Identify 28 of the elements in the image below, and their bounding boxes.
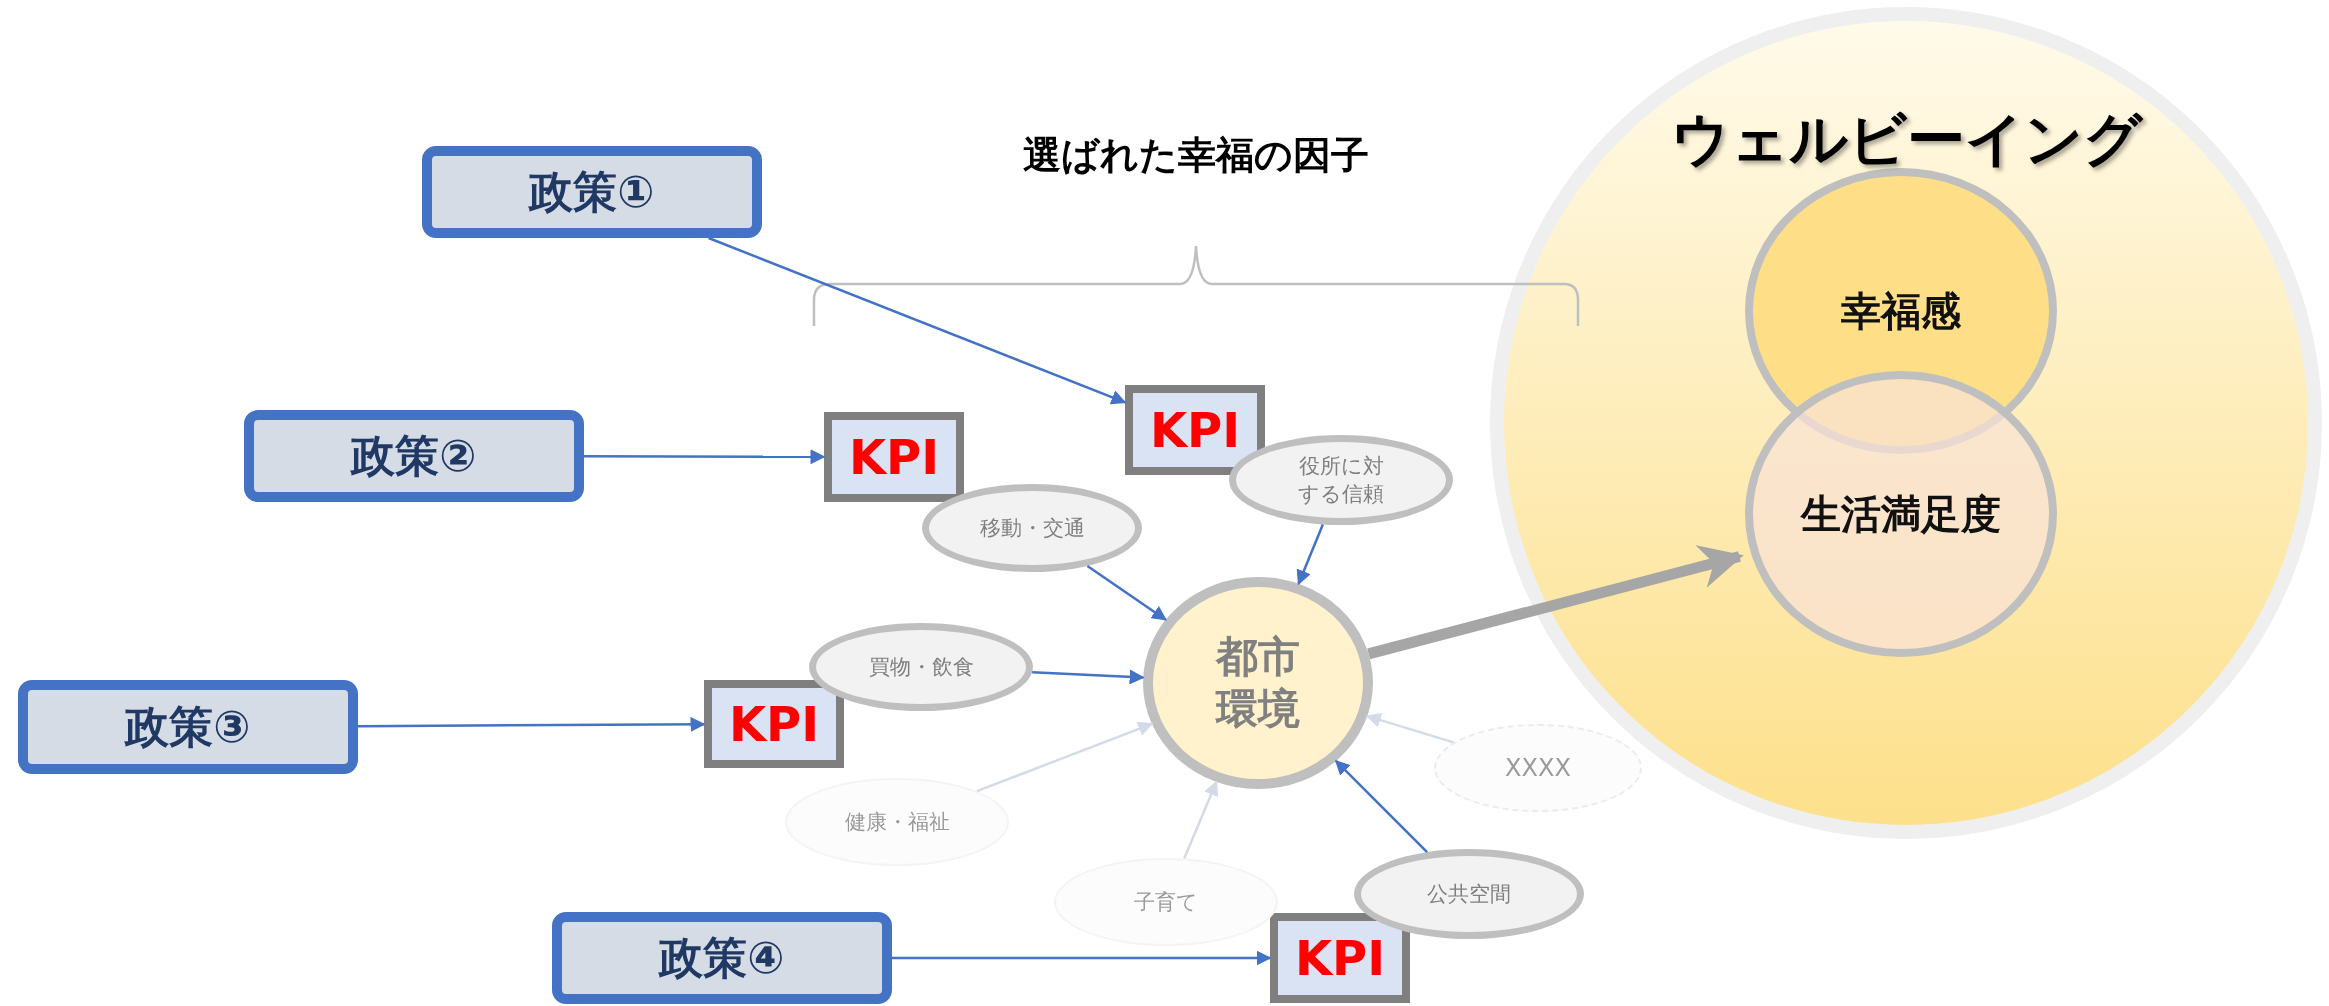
- venn-circle: 生活満足度: [1745, 371, 2057, 657]
- kpi-box: KPI: [1270, 913, 1410, 1003]
- arrow: [358, 716, 706, 732]
- kpi-box: KPI: [704, 680, 844, 768]
- arrow: [1296, 523, 1324, 586]
- arrow: [1086, 564, 1167, 621]
- policy-box: 政策②: [244, 410, 584, 502]
- policy-box: 政策①: [422, 146, 762, 238]
- factor-ellipse: 健康・福祉: [785, 778, 1009, 866]
- arrow: [1367, 545, 1744, 660]
- arrow: [892, 950, 1272, 966]
- arrow: [1365, 712, 1454, 744]
- arrow: [1183, 780, 1219, 860]
- kpi-box: KPI: [1125, 385, 1265, 475]
- arrow: [1032, 669, 1145, 685]
- policy-box: 政策③: [18, 680, 358, 774]
- city-circle: 都市環境: [1143, 577, 1373, 789]
- kpi-box: KPI: [824, 412, 964, 502]
- heading: 選ばれた幸福の因子: [1022, 132, 1370, 179]
- factor-ellipse: 移動・交通: [922, 484, 1142, 572]
- arrow: [584, 449, 826, 465]
- arrow: [1334, 759, 1428, 853]
- factor-ellipse: XXXX: [1434, 724, 1642, 812]
- arrow: [708, 236, 1127, 405]
- factor-ellipse: 公共空間: [1354, 849, 1584, 939]
- policy-box: 政策④: [552, 912, 892, 1004]
- arrow: [976, 721, 1154, 793]
- factor-ellipse: 子育て: [1054, 858, 1278, 946]
